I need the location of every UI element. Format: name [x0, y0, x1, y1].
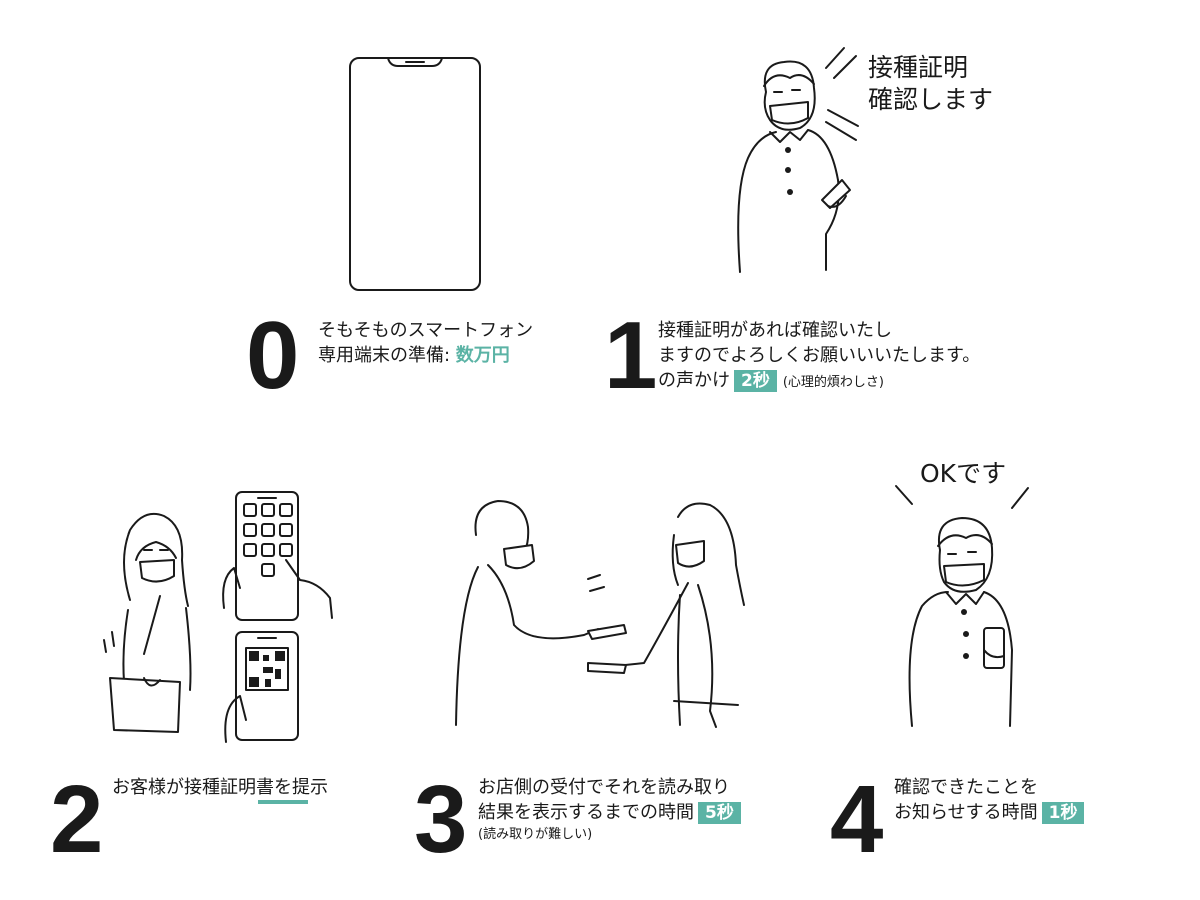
step-4-time-badge: 1秒 [1041, 802, 1085, 824]
step-2-cropped-badge-edge [258, 800, 308, 804]
step-0-line-1: そもそものスマートフォン [318, 320, 534, 341]
step-number-1: 1 [604, 302, 657, 409]
staff-reading-phone-illustration [448, 495, 748, 730]
step-number-4: 4 [830, 766, 883, 873]
step-number-2: 2 [50, 766, 103, 873]
step-4-line-2-text: お知らせする時間 [894, 802, 1038, 823]
step-number-0: 0 [246, 302, 299, 409]
step-number-3: 3 [414, 766, 467, 873]
speech-ok: OKです [920, 459, 1007, 488]
step-2-line-1: お客様が接種証明書を提示 [112, 777, 328, 798]
step-0-line-2: 専用端末の準備: 数万円 [318, 343, 533, 368]
speech-line-2: 確認します [868, 85, 994, 114]
step-1-line-1: 接種証明があれば確認いたし [658, 320, 892, 341]
speech-lines-icon [818, 40, 868, 150]
speech-confirm-certificate: 接種証明 確認します [868, 52, 993, 116]
step-2-cropped-area [100, 800, 400, 820]
step-1-line-2: ますのでよろしくお願いいいたします。 [658, 345, 981, 366]
step-3-line-1: お店側の受付でそれを読み取り [478, 777, 730, 798]
step-0-cost-highlight: 数万円 [455, 345, 510, 366]
staff-announcing-illustration [730, 40, 870, 280]
step-caption-2: お客様が接種証明書を提示 [112, 775, 328, 800]
step-3-note: (読み取りが難しい) [478, 827, 593, 842]
step-4-line-1: 確認できたことを [894, 777, 1038, 798]
step-0-line-2-text: 専用端末の準備: [318, 345, 456, 366]
speech-line-1: 接種証明 [868, 53, 969, 82]
step-1-time-badge: 2秒 [734, 370, 777, 392]
phone-app-grid-illustration [222, 488, 342, 623]
step-3-line-2-text: 結果を表示するまでの時間 [478, 802, 694, 823]
staff-ok-illustration [900, 510, 1030, 730]
phone-qr-code-illustration [222, 628, 342, 743]
step-1-line-3-text: の声かけ [658, 370, 730, 391]
dedicated-smartphone-illustration [340, 50, 490, 295]
step-caption-0: そもそものスマートフォン 専用端末の準備: 数万円 [318, 318, 533, 368]
ok-speech-lines-icon [890, 478, 1040, 518]
customer-showing-certificate-illustration [100, 500, 200, 740]
step-1-note: (心理的煩わしさ) [782, 375, 884, 390]
step-3-time-badge: 5秒 [698, 802, 741, 824]
